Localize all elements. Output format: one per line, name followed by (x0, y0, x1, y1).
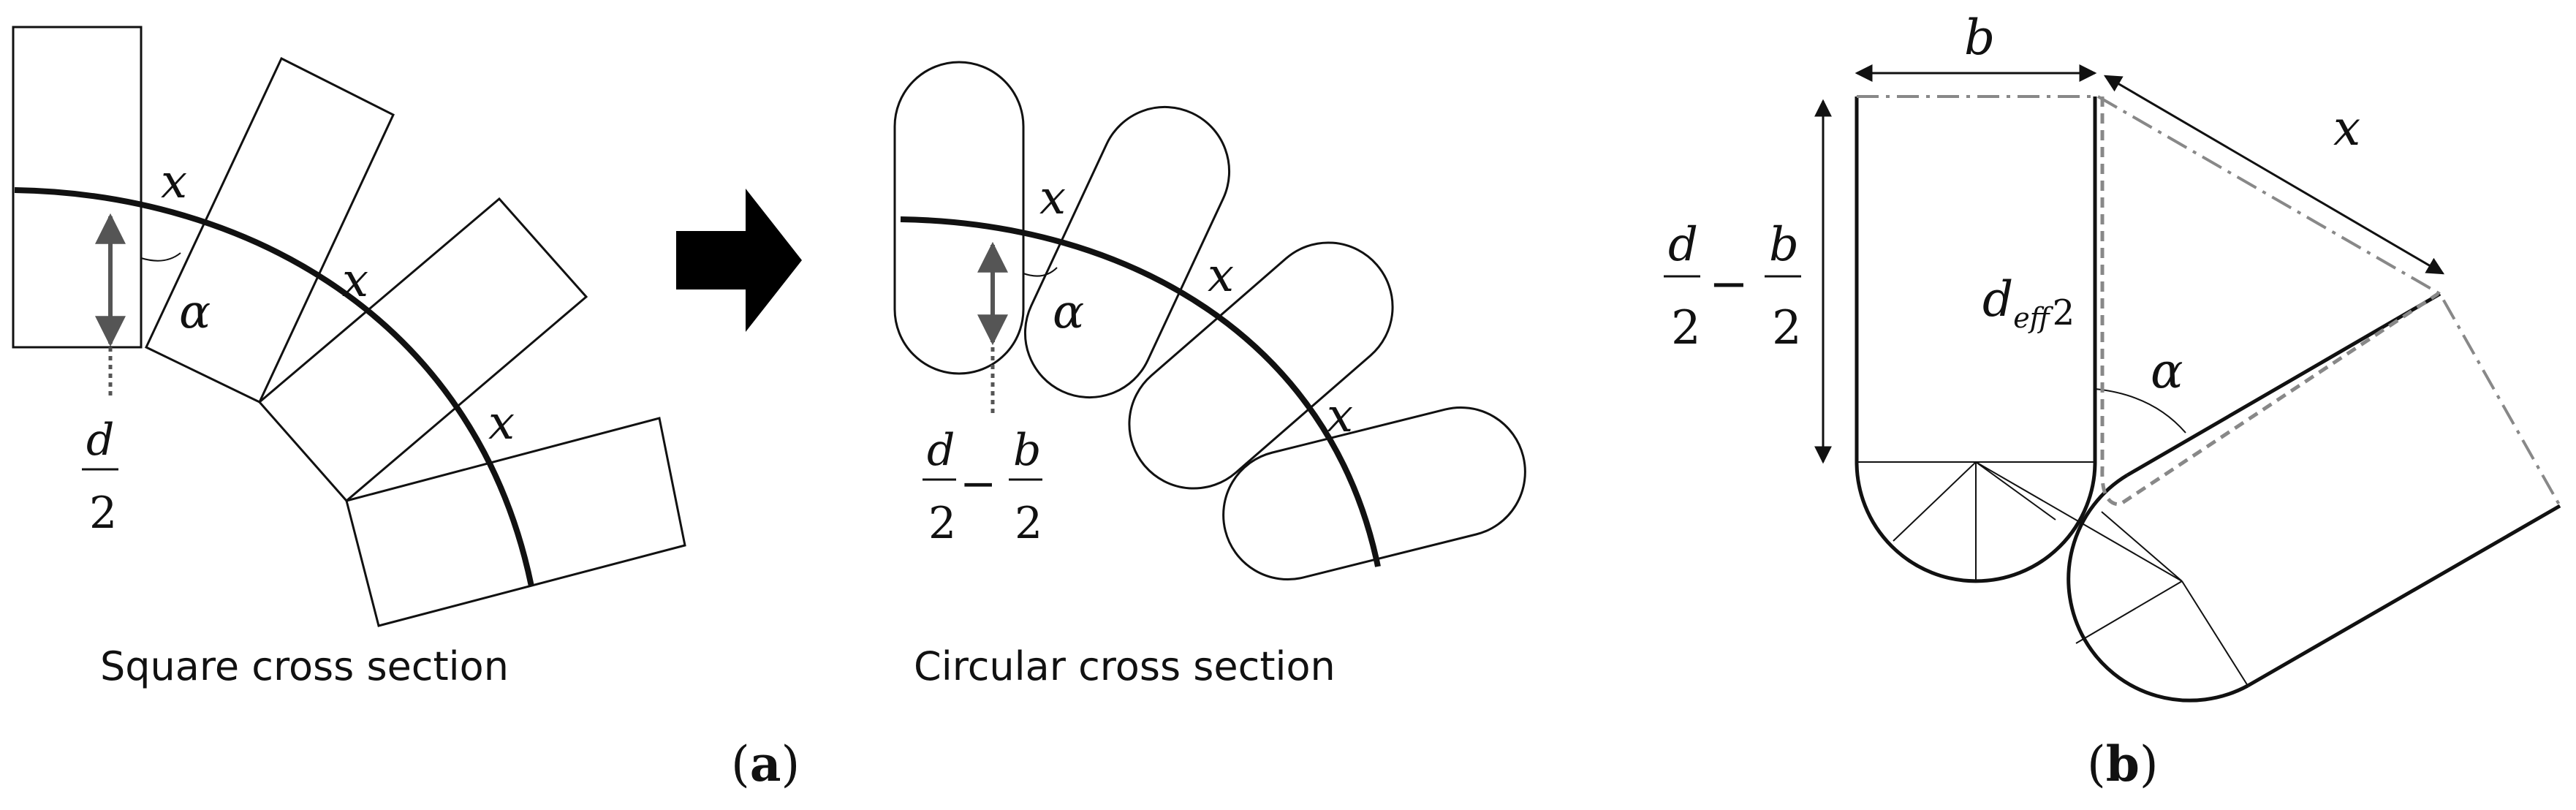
centerline-arc-square (14, 187, 534, 587)
label-d-detail: d (1668, 218, 1698, 272)
label-two-square: 2 (89, 488, 117, 539)
square-segment-1 (12, 26, 143, 349)
label-d-square: d (86, 415, 114, 466)
detail-geometry-diagram (1855, 95, 2561, 703)
circular-cross-section-diagram (893, 61, 1526, 581)
panel-caption-b: (b) (2087, 735, 2159, 792)
panel-caption-a: (a) (731, 735, 800, 792)
label-x-square-1: x (161, 155, 187, 209)
label-b-circular: b (1013, 425, 1041, 476)
label-b-detail: b (1964, 10, 1995, 66)
circular-segment-3 (1128, 241, 1394, 490)
chord-line (1975, 461, 2183, 582)
rotated-radius-1 (2075, 580, 2183, 644)
label-minus-circular: − (960, 458, 996, 510)
label-d-circular: d (927, 425, 955, 476)
label-two-circular-1: 2 (928, 498, 956, 549)
label-b2-detail: b (1769, 218, 1799, 272)
square-segment-2 (145, 56, 395, 404)
circular-segment-2 (1023, 105, 1231, 399)
square-cross-section-diagram (12, 26, 686, 627)
label-x-square-2: x (342, 254, 368, 308)
rotated-semicircle-end (2067, 473, 2249, 703)
effective-depth-dashed-line (2100, 96, 2439, 507)
outline-dash-dot-line (1857, 95, 2561, 507)
rotated-upper-edge (2126, 292, 2441, 477)
square-segment-3 (257, 197, 588, 503)
x-dimension-arrow (2103, 75, 2445, 275)
caption-circular-cross-section: Circular cross section (914, 643, 1336, 689)
rotated-base-line (2181, 580, 2249, 686)
label-minus-detail: − (1709, 257, 1749, 311)
circular-segment-4 (1222, 406, 1526, 581)
transition-arrow-icon (676, 189, 802, 332)
rotated-radius-2 (2101, 511, 2183, 582)
label-two-detail-1: 2 (1671, 301, 1701, 355)
label-deff-detail: deff2 (1982, 271, 2075, 334)
circular-segment-1 (893, 61, 1025, 375)
label-alpha-circular: α (1053, 285, 1084, 339)
label-x-square-3: x (488, 396, 515, 450)
label-alpha-detail: α (2151, 343, 2183, 399)
alpha-angle-arc-circular (1023, 267, 1058, 277)
label-x-circular-2: x (1208, 249, 1234, 303)
square-segment-4 (345, 417, 686, 627)
label-x-circular-1: x (1039, 171, 1066, 225)
label-two-circular-2: 2 (1015, 498, 1042, 549)
label-x-circular-3: x (1327, 389, 1353, 443)
semicircle-radius-2 (1975, 461, 2056, 521)
label-two-detail-2: 2 (1772, 301, 1802, 355)
alpha-angle-arc-square (140, 252, 181, 262)
label-x-detail: x (2333, 100, 2360, 156)
caption-square-cross-section: Square cross section (100, 643, 509, 689)
label-alpha-square: α (179, 285, 211, 339)
centerline-arc-circular (900, 216, 1381, 567)
semicircle-radius-3 (1893, 461, 1977, 542)
alpha-angle-arc-detail (2094, 388, 2186, 434)
rotated-lower-edge (2246, 504, 2561, 688)
